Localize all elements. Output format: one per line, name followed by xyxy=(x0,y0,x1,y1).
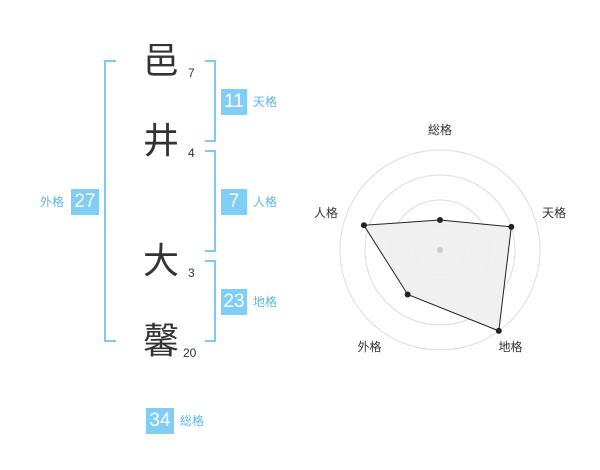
radar-axis-label-4: 人格 xyxy=(314,205,338,220)
char-1-strokes: 7 xyxy=(188,66,195,80)
radar-point-1 xyxy=(508,223,515,230)
soukaku-label: 総格 xyxy=(180,414,205,428)
tenkaku-value-badge: 11 xyxy=(221,89,247,115)
jinkaku-value-badge: 7 xyxy=(221,189,247,215)
chikaku-bracket xyxy=(205,260,216,342)
radar-point-4 xyxy=(360,222,367,229)
jinkaku-label: 人格 xyxy=(253,195,278,209)
radar-axis-label-3: 外格 xyxy=(357,339,381,354)
radar-center-dot xyxy=(437,247,443,253)
chikaku-value-badge: 23 xyxy=(221,289,247,315)
radar-points xyxy=(360,217,515,334)
radar-ring-3 xyxy=(364,174,516,326)
char-4: 馨 xyxy=(143,321,180,362)
radar-polygon xyxy=(363,219,512,332)
gaikaku-label: 外格 xyxy=(40,195,65,209)
gaikaku-value-badge: 27 xyxy=(71,189,99,215)
radar-axis-label-0: 総格 xyxy=(428,122,452,137)
char-4-strokes: 20 xyxy=(183,346,197,360)
char-2: 井 xyxy=(143,121,180,162)
chikaku-label: 地格 xyxy=(253,295,278,309)
char-3: 大 xyxy=(143,241,180,282)
char-1: 邑 xyxy=(143,41,180,82)
gaikaku-bracket xyxy=(104,60,116,342)
radar-point-2 xyxy=(495,327,502,334)
tenkaku-label: 天格 xyxy=(253,95,278,109)
char-2-strokes: 4 xyxy=(188,146,195,160)
radar-point-0 xyxy=(437,217,443,223)
radar-axis-label-1: 天格 xyxy=(542,205,566,220)
radar-ring-4 xyxy=(339,149,541,351)
jinkaku-bracket xyxy=(205,150,216,252)
soukaku-value-badge: 34 xyxy=(146,408,174,434)
char-3-strokes: 3 xyxy=(188,266,195,280)
tenkaku-bracket xyxy=(205,60,216,142)
radar-axis-label-2: 地格 xyxy=(499,339,523,354)
radar-point-3 xyxy=(404,291,411,298)
